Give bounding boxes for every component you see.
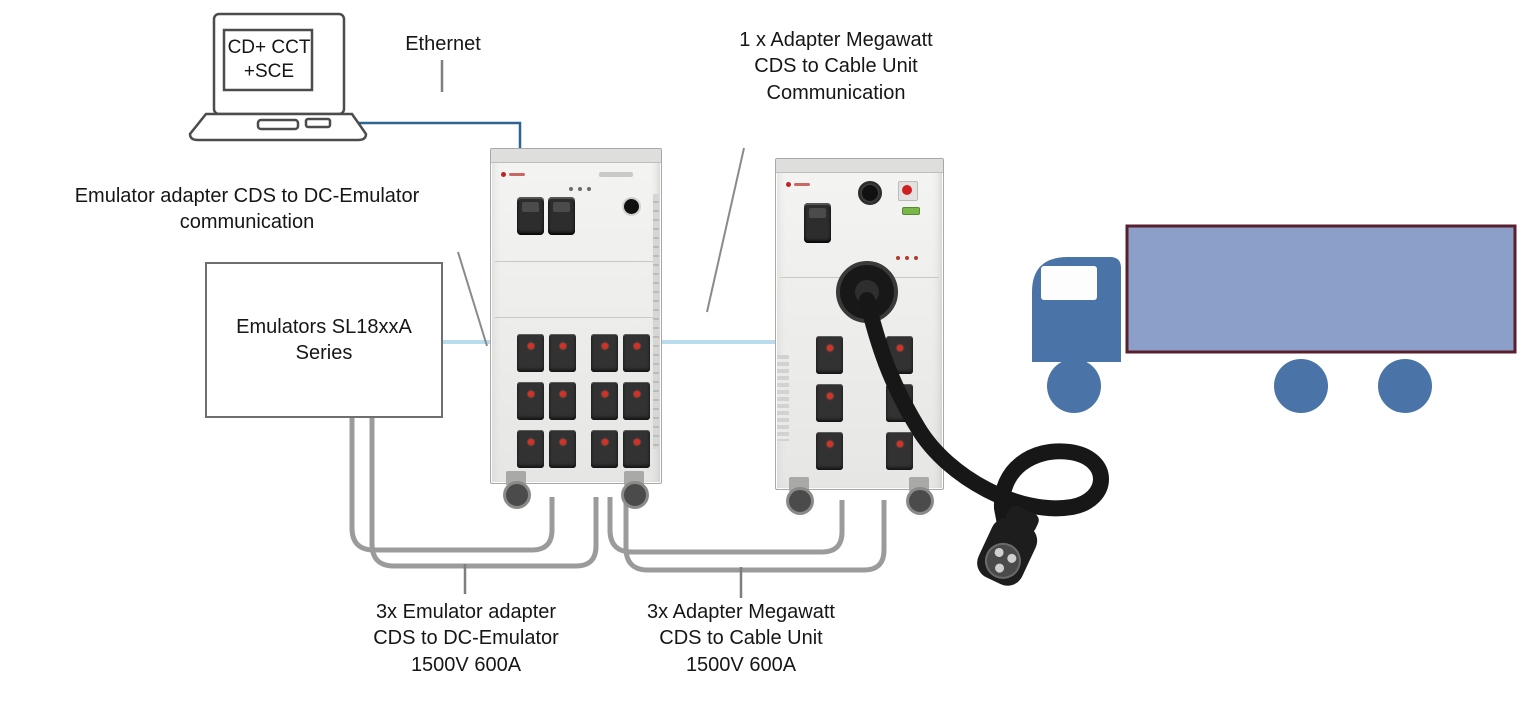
truck-cab-window <box>1041 266 1097 300</box>
power-button <box>624 199 639 214</box>
power-socket <box>549 382 576 420</box>
laptop-icon <box>188 12 368 142</box>
pointer-line-adapter-comm <box>706 147 745 313</box>
truck-wheel-mid <box>1274 359 1328 413</box>
gauge-icon <box>858 181 882 205</box>
caster-wheel <box>904 477 934 515</box>
cables-right-label: 3x Adapter Megawatt CDS to Cable Unit 15… <box>647 601 835 676</box>
socket-group-left <box>517 334 576 468</box>
socket-column-left <box>816 336 843 470</box>
brand-logo-icon <box>501 171 527 177</box>
laptop-screen-label-box <box>222 28 314 92</box>
dc-cable-right-2 <box>623 497 887 573</box>
laptop-label: CD+ CCT +SCE <box>227 37 311 82</box>
socket-group-right <box>591 334 650 468</box>
indicator-dots <box>896 256 918 260</box>
status-dots <box>569 187 591 191</box>
power-socket <box>549 334 576 372</box>
power-socket <box>517 382 544 420</box>
caster-wheel <box>784 477 814 515</box>
emulators-box: Emulators SL18xxA Series <box>205 262 443 418</box>
laptop-trackpad <box>256 118 300 131</box>
power-socket <box>591 430 618 468</box>
cabinet-top-rail <box>776 159 943 173</box>
caster-wheel <box>619 471 649 509</box>
cabinet-top-rail <box>491 149 661 163</box>
truck-trailer <box>1125 224 1517 354</box>
truck-wheel-front <box>1047 359 1101 413</box>
power-socket <box>816 384 843 422</box>
power-socket <box>549 430 576 468</box>
power-socket <box>816 432 843 470</box>
power-socket <box>517 430 544 468</box>
model-label-bar <box>599 172 633 177</box>
power-socket <box>623 334 650 372</box>
adapter-comm-label: 1 x Adapter Megawatt CDS to Cable Unit C… <box>739 29 933 104</box>
dc-cable-left-1 <box>349 414 555 553</box>
power-socket <box>623 430 650 468</box>
green-indicator <box>902 207 920 215</box>
panel-seam <box>495 317 657 318</box>
power-socket <box>816 336 843 374</box>
power-socket <box>591 334 618 372</box>
vent-strip <box>653 194 659 449</box>
dc-cable-right-1 <box>607 497 845 555</box>
laptop-key-block <box>304 117 332 129</box>
comm-connector-1 <box>517 197 544 235</box>
dc-emulator-cabinet <box>490 148 662 509</box>
power-socket <box>591 382 618 420</box>
ethernet-label: Ethernet <box>405 33 481 55</box>
socket-column-right <box>886 336 913 470</box>
dc-cable-left-2 <box>369 414 599 569</box>
comm-connector-2 <box>548 197 575 235</box>
caster-wheel <box>501 471 531 509</box>
power-socket <box>886 432 913 470</box>
panel-seam <box>495 261 657 262</box>
emulators-box-label: Emulators SL18xxA Series <box>236 315 412 364</box>
emulator-comm-label: Emulator adapter CDS to DC-Emulator comm… <box>74 185 420 234</box>
power-socket <box>623 382 650 420</box>
panel-seam <box>780 277 939 278</box>
power-socket <box>886 336 913 374</box>
vent-grille <box>777 355 789 441</box>
cables-left-label: 3x Emulator adapter CDS to DC-Emulator 1… <box>373 601 559 676</box>
comm-connector <box>804 203 831 243</box>
truck-icon <box>1032 224 1517 413</box>
cable-unit-cabinet <box>775 158 944 515</box>
emergency-stop-button <box>898 181 918 201</box>
ethernet-cable-line <box>346 121 522 155</box>
truck-wheel-rear <box>1378 359 1432 413</box>
pointer-line-emulator-comm <box>457 251 488 347</box>
brand-logo-icon <box>786 181 812 187</box>
power-socket <box>517 334 544 372</box>
power-socket <box>886 384 913 422</box>
